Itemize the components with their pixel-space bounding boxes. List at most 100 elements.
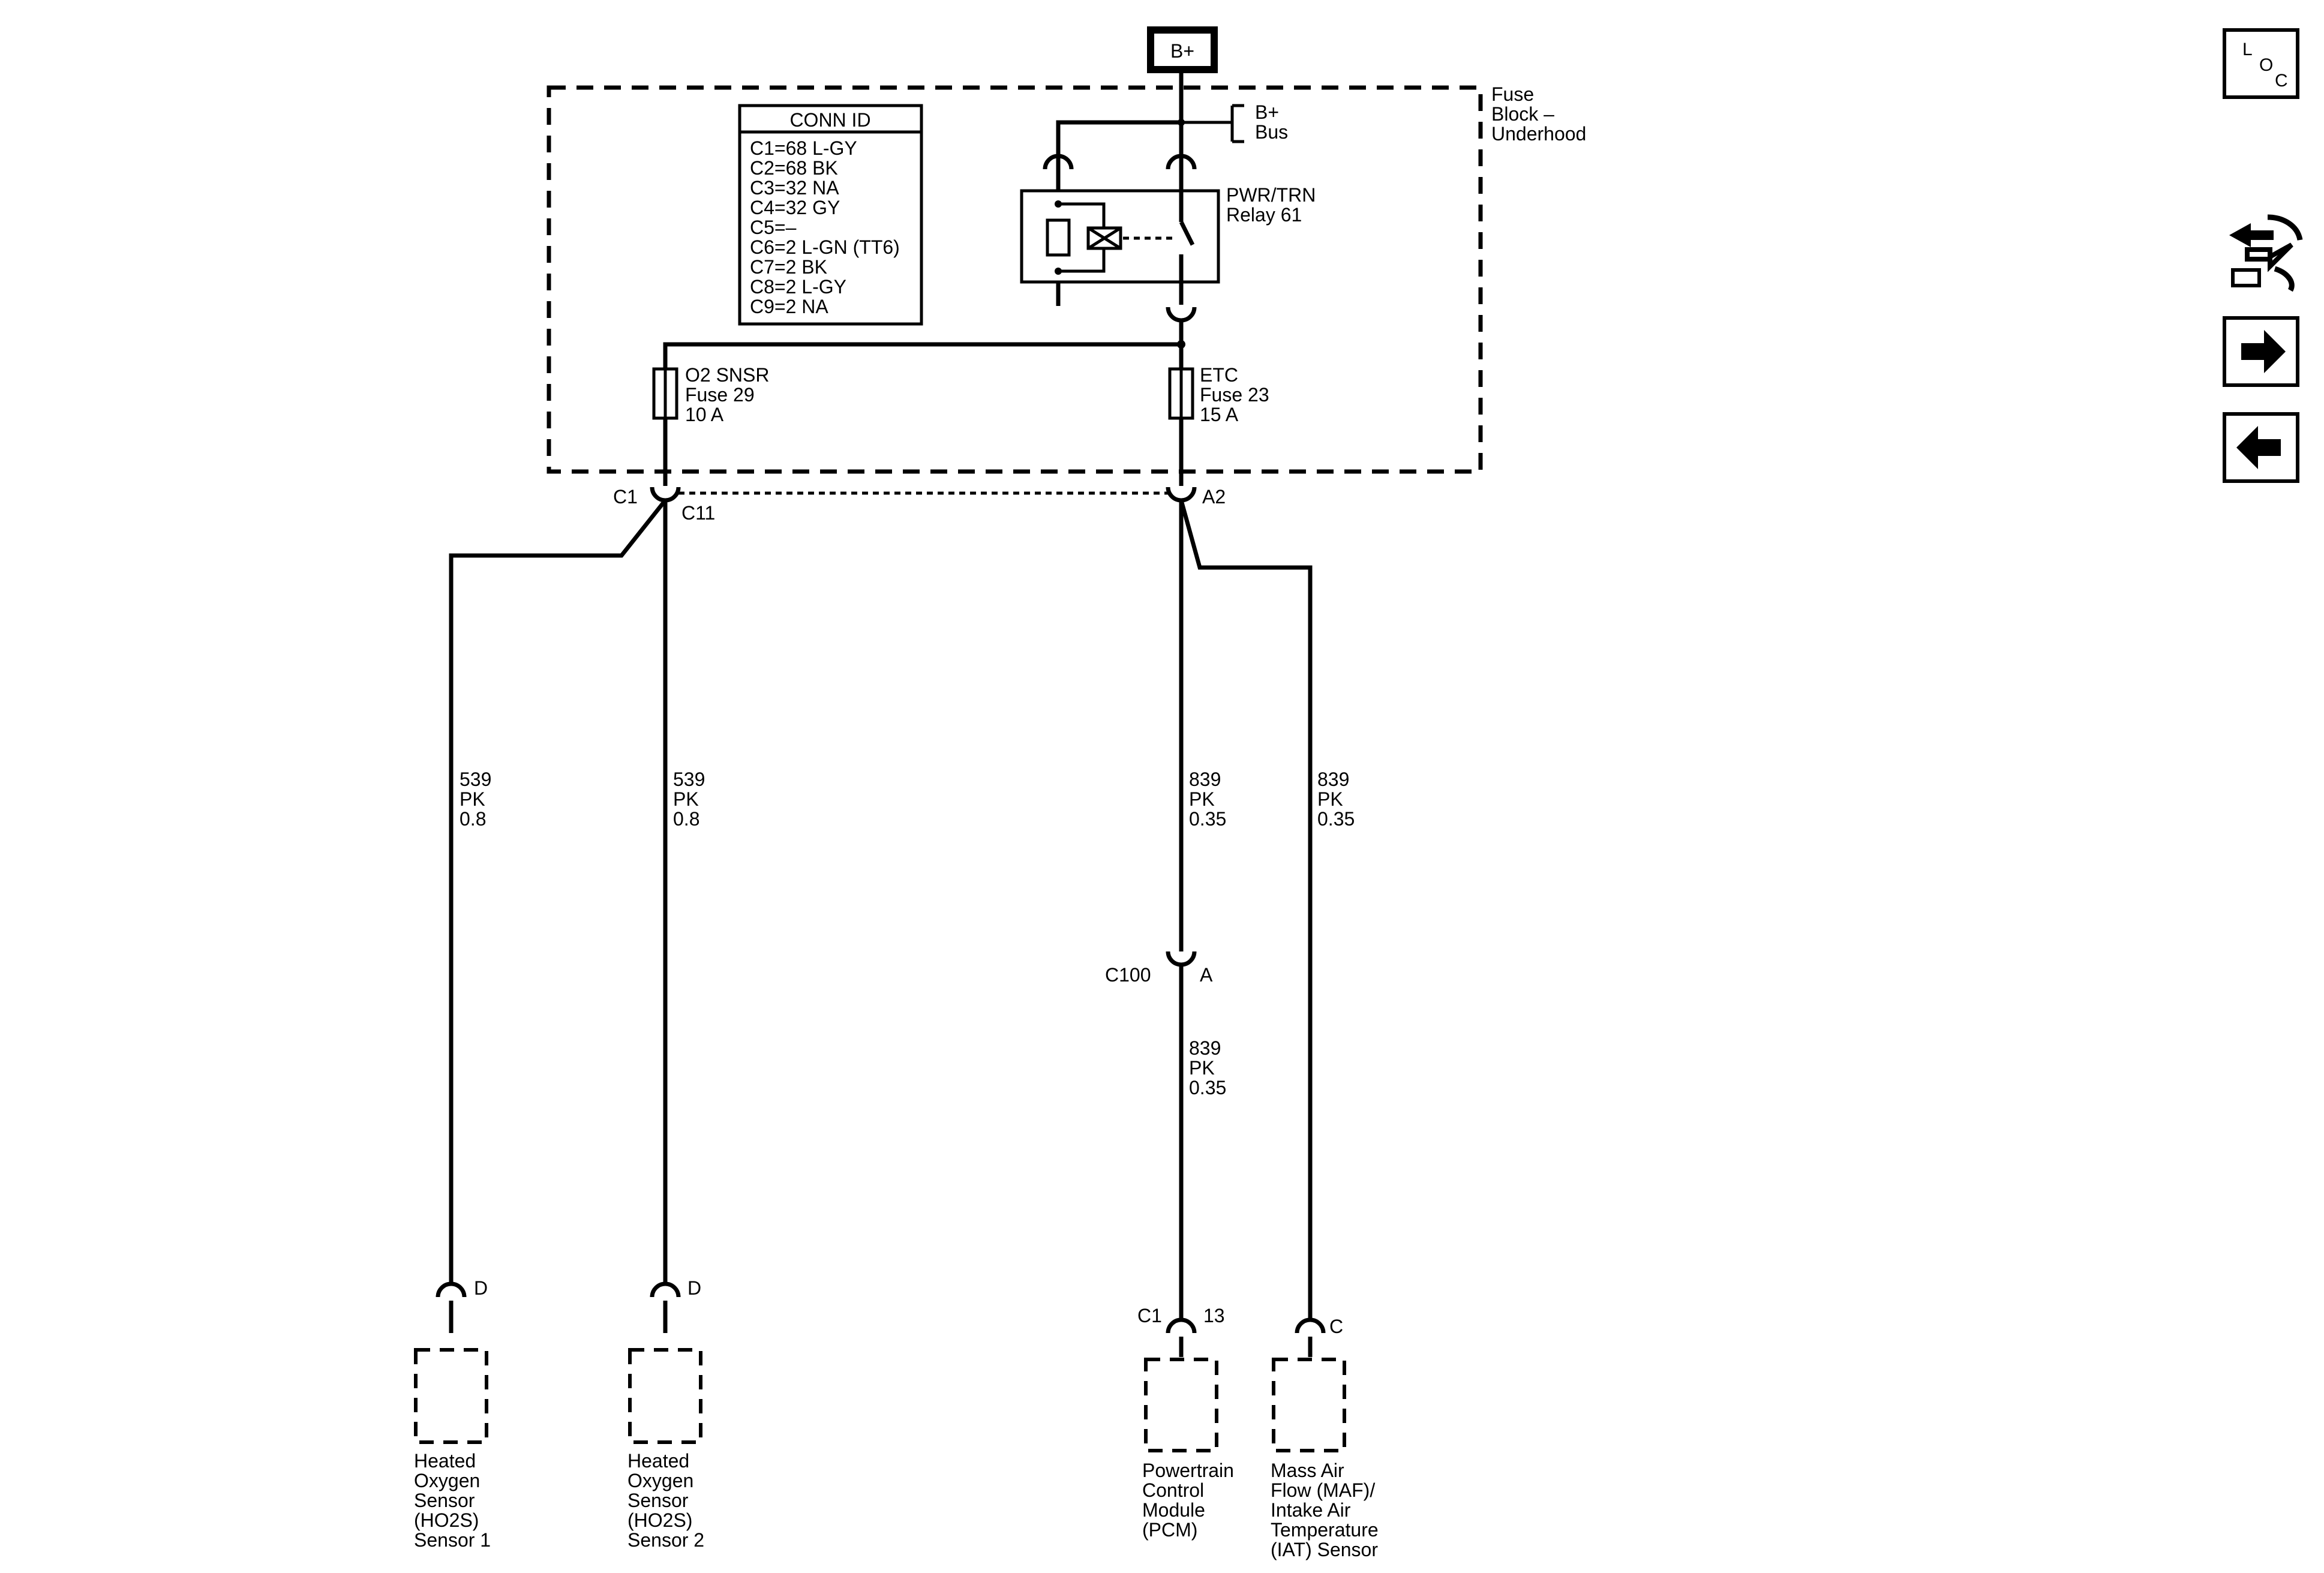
ho2s1-connector-cup xyxy=(436,1281,467,1298)
conn-id-entry: C8=2 L-GY xyxy=(750,276,846,298)
conn-id-entry: C6=2 L-GN (TT6) xyxy=(750,236,900,258)
pcm-connector-label: C1 xyxy=(1137,1305,1162,1326)
power-source-label: B+ xyxy=(1170,40,1194,62)
ho2s2-component-box xyxy=(628,1348,702,1444)
conn-id-entry: C5=– xyxy=(750,217,797,238)
wire-label-line: PK xyxy=(673,788,699,810)
bus-label-line-2: Bus xyxy=(1255,121,1288,143)
wire-label-line: 839 xyxy=(1189,1037,1221,1059)
power-source: B+ xyxy=(1147,26,1218,73)
ho2s2-connector-cup xyxy=(650,1281,681,1298)
component-label-line: Powertrain xyxy=(1142,1460,1234,1481)
component-label-line: Sensor 1 xyxy=(414,1529,491,1551)
ho2s-sensor-1: D Heated Oxygen Sensor (HO2S) Sensor 1 xyxy=(414,1277,491,1551)
ho2s-sensor-2: D Heated Oxygen Sensor (HO2S) Sensor 2 xyxy=(627,1277,704,1551)
fuse-label-line: ETC xyxy=(1200,364,1238,386)
fuse-block-label: Fuse Block – Underhood xyxy=(1491,83,1586,145)
relay-diode xyxy=(1046,218,1071,257)
connector-label-c1: C1 xyxy=(613,486,638,508)
wire-539-ho2s1 xyxy=(449,499,667,1284)
fuse-block-enclosure xyxy=(547,85,1483,474)
wire-label-line: PK xyxy=(1189,1057,1215,1079)
component-label-line: Mass Air xyxy=(1271,1460,1344,1481)
wire-label-line: 839 xyxy=(1189,769,1221,790)
wire-label-line: PK xyxy=(1189,788,1215,810)
component-label-line: Module xyxy=(1142,1499,1205,1521)
fuse-label-line: 10 A xyxy=(685,404,724,425)
conn-id-entry: C1=68 L-GY xyxy=(750,137,857,159)
relay-switch-contact xyxy=(1179,221,1195,246)
maf-component-box xyxy=(1272,1358,1346,1452)
component-label-line: Sensor xyxy=(627,1490,689,1511)
loc-letter-c: C xyxy=(2275,71,2288,91)
component-label-line: Heated xyxy=(627,1450,689,1472)
component-label-line: (HO2S) xyxy=(414,1509,479,1531)
conn-id-entry: C7=2 BK xyxy=(750,256,827,278)
relay-label-line-2: Relay 61 xyxy=(1226,204,1302,226)
wire-839-maf xyxy=(1179,500,1313,1320)
conn-id-entry: C2=68 BK xyxy=(750,157,838,179)
conn-id-entry: C9=2 NA xyxy=(750,296,828,317)
conn-id-entry: C4=32 GY xyxy=(750,197,840,218)
component-label-line: (HO2S) xyxy=(627,1509,692,1531)
pwr-trn-relay: PWR/TRN Relay 61 xyxy=(1020,154,1316,323)
component-label-line: Sensor 2 xyxy=(627,1529,704,1551)
relay-output-terminal-cup xyxy=(1166,307,1197,323)
etc-fuse: ETC Fuse 23 15 A xyxy=(1168,364,1269,425)
component-label-line: Heated xyxy=(414,1450,476,1472)
wire-label-line: 539 xyxy=(460,769,491,790)
fuse-label-line: O2 SNSR xyxy=(685,364,769,386)
wire-label-pcm-upper: 839 PK 0.35 xyxy=(1189,769,1226,830)
component-label-line: Sensor xyxy=(414,1490,475,1511)
fuse-label-line: 15 A xyxy=(1200,404,1239,425)
component-label-line: Intake Air xyxy=(1271,1499,1351,1521)
conn-id-entry: C3=32 NA xyxy=(750,177,839,199)
wire-label-line: 539 xyxy=(673,769,705,790)
wire-label-line: PK xyxy=(1317,788,1343,810)
wire-label-line: 839 xyxy=(1317,769,1349,790)
fuse-block-label-line-3: Underhood xyxy=(1491,123,1586,145)
conn-id-table: CONN ID C1=68 L-GY C2=68 BK C3=32 NA C4=… xyxy=(738,104,923,326)
connector-view-icon[interactable] xyxy=(2229,214,2303,292)
pcm-connector-cup xyxy=(1166,1317,1197,1334)
wire-label-line: PK xyxy=(460,788,485,810)
pcm-module: C1 13 Powertrain Control Module (PCM) xyxy=(1137,1305,1234,1541)
connector-c100: C100 A xyxy=(1105,938,1213,986)
wire-label-line: 0.8 xyxy=(673,808,699,830)
fuse-block-label-line-2: Block – xyxy=(1491,103,1554,125)
maf-connector-cup xyxy=(1295,1317,1326,1334)
o2-snsr-fuse: O2 SNSR Fuse 29 10 A xyxy=(652,364,769,425)
wire-label-ho2s2: 539 PK 0.8 xyxy=(673,769,705,830)
connector-label-c11: C11 xyxy=(681,502,715,524)
pcm-pin-label: 13 xyxy=(1203,1305,1225,1326)
wire-label-pcm-lower: 839 PK 0.35 xyxy=(1189,1037,1226,1098)
fuse-feed-bus-wire xyxy=(663,342,1181,369)
component-label-line: Temperature xyxy=(1271,1519,1379,1541)
component-label-line: Control xyxy=(1142,1479,1204,1501)
connector-label-c100: C100 xyxy=(1105,964,1151,986)
ho2s2-pin-label: D xyxy=(687,1277,701,1299)
bus-label-line-1: B+ xyxy=(1255,101,1279,123)
component-label-line: Oxygen xyxy=(414,1470,480,1491)
fuse-block-label-line-1: Fuse xyxy=(1491,83,1534,105)
maf-pin-label: C xyxy=(1329,1316,1343,1337)
fuse-label-line: Fuse 23 xyxy=(1200,384,1269,406)
wire-label-maf: 839 PK 0.35 xyxy=(1317,769,1355,830)
maf-iat-sensor: C Mass Air Flow (MAF)/ Intake Air Temper… xyxy=(1271,1316,1379,1560)
relay-coil xyxy=(1086,226,1122,250)
relay-label-line-1: PWR/TRN xyxy=(1226,184,1316,206)
back-arrow-button[interactable] xyxy=(2223,412,2299,483)
pcm-component-box xyxy=(1144,1358,1218,1452)
back-arrow-icon xyxy=(2236,426,2281,469)
wire-label-line: 0.35 xyxy=(1189,1077,1226,1098)
loc-button[interactable]: L O C xyxy=(2223,28,2299,99)
loc-letter-o: O xyxy=(2259,55,2273,75)
wire-label-line: 0.35 xyxy=(1189,808,1226,830)
fuse-label-line: Fuse 29 xyxy=(685,384,755,406)
forward-arrow-button[interactable] xyxy=(2223,316,2299,387)
component-label-line: (PCM) xyxy=(1142,1519,1197,1541)
component-label-line: (IAT) Sensor xyxy=(1271,1539,1378,1560)
component-label-line: Flow (MAF)/ xyxy=(1271,1479,1375,1501)
ho2s1-pin-label: D xyxy=(474,1277,488,1299)
